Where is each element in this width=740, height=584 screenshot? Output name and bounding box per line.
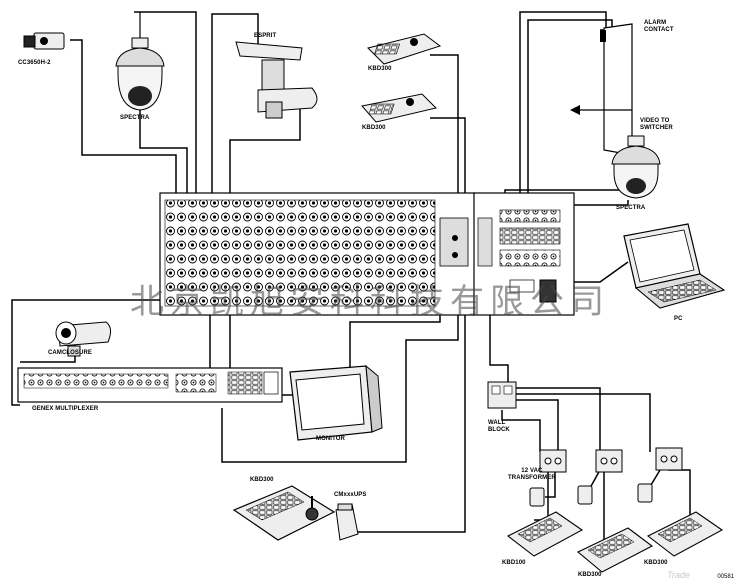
- label-monitor: MONITOR: [316, 436, 345, 442]
- label-spectra-top: SPECTRA: [120, 115, 150, 121]
- label-esprit: ESPRIT: [254, 33, 277, 39]
- spectra-dome-right: [611, 135, 661, 199]
- esprit-ptz-camera: [235, 41, 318, 119]
- label-kbd-top-2: KBD300: [362, 125, 386, 131]
- figure-code: 00581: [717, 574, 734, 580]
- watermark-text: 北京凯旭安科科技有限公司: [130, 282, 610, 322]
- monitor: [289, 364, 383, 441]
- label-genex-multiplexer: GENEX MULTIPLEXER: [32, 406, 99, 412]
- kbd-center-bottom: [232, 485, 336, 541]
- genex-multiplexer: [17, 367, 283, 403]
- junction-box-1: [539, 449, 567, 473]
- pc-laptop: [623, 223, 726, 309]
- label-kbd-bottom-2: KBD300: [578, 572, 602, 578]
- label-kbd-center: KBD300: [250, 477, 274, 483]
- cm-ups: [335, 503, 359, 541]
- video-to-switcher-arrow: [570, 105, 632, 115]
- watermark-trade: Trade: [667, 570, 690, 580]
- label-video-to-switcher: VIDEO TO SWITCHER: [640, 118, 673, 131]
- kbd-bottom-1: [506, 511, 584, 557]
- kbd-top-1: [367, 33, 442, 65]
- label-spectra-right: SPECTRA: [616, 205, 646, 211]
- junction-box-3: [655, 447, 683, 471]
- transformer-3: [637, 483, 653, 503]
- label-kbd-top-1: KBD300: [368, 66, 392, 72]
- camclosure-camera: [55, 321, 112, 357]
- label-cm-ups: CMxxxUPS: [334, 492, 367, 498]
- label-cc-camera: CC3650H-2: [18, 60, 51, 66]
- spectra-dome-top: [115, 12, 165, 111]
- kbd-top-2: [361, 93, 437, 123]
- label-camclosure: CAMCLOSURE: [48, 350, 92, 356]
- matrix-switcher-bay: [159, 192, 476, 316]
- label-kbd-bottom-3: KBD300: [644, 560, 668, 566]
- label-wall-block: WALL BLOCK: [488, 420, 510, 433]
- kbd-bottom-2: [576, 527, 654, 573]
- label-alarm-contact: ALARM CONTACT: [644, 20, 674, 33]
- label-pc: PC: [674, 316, 683, 322]
- control-unit: [473, 192, 575, 316]
- transformer-2: [577, 485, 593, 505]
- wall-block: [487, 381, 517, 409]
- cc-camera: [23, 32, 65, 50]
- label-kbd-bottom-1: KBD100: [502, 560, 526, 566]
- alarm-contact-door: [600, 23, 633, 156]
- transformer-1: [529, 487, 545, 507]
- label-transformer: 12 VAC TRANSFORMER: [508, 468, 556, 481]
- kbd-bottom-3: [646, 511, 724, 557]
- junction-box-2: [595, 449, 623, 473]
